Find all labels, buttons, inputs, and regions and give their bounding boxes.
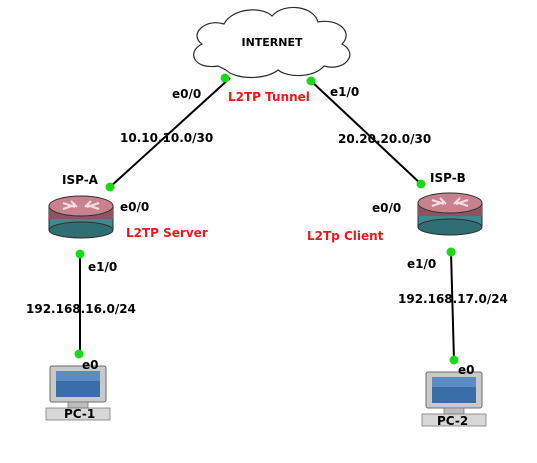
link-endpoint-dot — [220, 73, 230, 83]
isp-b-role-label: L2Tp Client — [307, 229, 384, 243]
iface-internet-to-a: e0/0 — [172, 87, 201, 101]
link-endpoint-dot — [416, 179, 426, 189]
network-b-wan: 20.20.20.0/30 — [338, 132, 431, 146]
router-isp-b[interactable] — [417, 192, 483, 236]
network-a-wan: 10.10.10.0/30 — [120, 131, 213, 145]
iface-isp-a-wan: e0/0 — [120, 200, 149, 214]
link-isp-b-pc-2 — [450, 251, 455, 361]
router-icon — [417, 192, 483, 236]
link-endpoint-dot — [75, 249, 85, 259]
pc-icon — [45, 365, 111, 421]
internet-cloud[interactable]: INTERNET — [193, 6, 351, 79]
iface-isp-b-wan: e0/0 — [372, 201, 401, 215]
cloud-icon — [193, 6, 351, 79]
tunnel-label: L2TP Tunnel — [228, 90, 310, 104]
network-a-lan: 192.168.16.0/24 — [26, 302, 136, 316]
isp-b-label: ISP-B — [430, 171, 466, 185]
link-endpoint-dot — [449, 355, 459, 365]
pc-2[interactable] — [421, 371, 487, 427]
link-internet-isp-b — [309, 79, 422, 185]
pc-1[interactable] — [45, 365, 111, 421]
router-icon — [48, 195, 114, 239]
pc-1-label: PC-1 — [64, 407, 95, 421]
isp-a-label: ISP-A — [62, 173, 99, 187]
network-b-lan: 192.168.17.0/24 — [398, 292, 508, 306]
iface-isp-a-lan: e1/0 — [88, 260, 117, 274]
iface-pc-2-nic: e0 — [458, 363, 475, 377]
iface-isp-b-lan: e1/0 — [407, 257, 436, 271]
iface-pc-1-nic: e0 — [82, 358, 99, 372]
link-endpoint-dot — [446, 247, 456, 257]
cloud-label: INTERNET — [241, 36, 303, 49]
pc-2-label: PC-2 — [437, 414, 468, 428]
router-isp-a[interactable] — [48, 195, 114, 239]
iface-internet-to-b: e1/0 — [330, 85, 359, 99]
link-internet-isp-a — [109, 77, 231, 188]
pc-icon — [421, 371, 487, 427]
link-endpoint-dot — [306, 76, 316, 86]
link-endpoint-dot — [105, 182, 115, 192]
link-endpoint-dot — [74, 349, 84, 359]
isp-a-role-label: L2TP Server — [126, 226, 208, 240]
